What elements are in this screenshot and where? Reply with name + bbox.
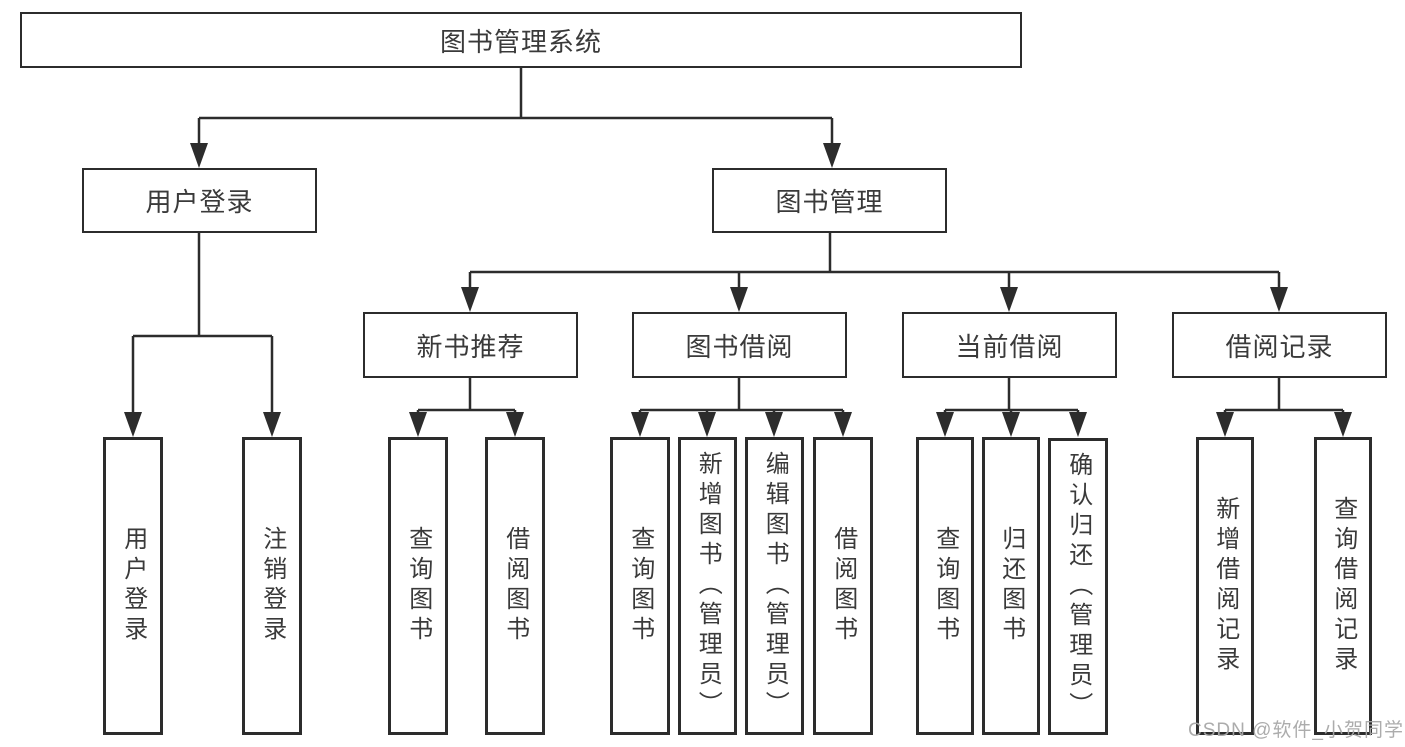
node-borrow-records-label: 借阅记录 [1225, 331, 1334, 362]
connector-currentborrow-to-leaves [936, 378, 1087, 437]
leaf-newbooks-borrow: 借阅图书 [485, 437, 545, 735]
connector-root-to-level2 [190, 68, 841, 168]
leaf-logout: 注销登录 [242, 437, 302, 735]
leaf-user-login: 用户登录 [103, 437, 163, 735]
connector-borrowrecords-to-leaves [1216, 378, 1352, 437]
leaf-currentborrow-return-label: 归还图书 [997, 526, 1025, 646]
leaf-newbooks-query-label: 查询图书 [404, 526, 432, 646]
leaf-bookborrow-edit-label: 编辑图书（管理员） [761, 451, 789, 721]
node-book-mgmt: 图书管理 [712, 168, 947, 233]
leaf-currentborrow-query-label: 查询图书 [931, 526, 959, 646]
leaf-bookborrow-add-label: 新增图书（管理员） [694, 451, 722, 721]
connector-bookmgmt-to-level3 [461, 233, 1288, 312]
node-current-borrow: 当前借阅 [902, 312, 1117, 378]
leaf-currentborrow-confirm-label: 确认归还（管理员） [1064, 451, 1092, 722]
leaf-bookborrow-query-label: 查询图书 [626, 526, 654, 646]
node-book-borrow: 图书借阅 [632, 312, 847, 378]
leaf-records-query-label: 查询借阅记录 [1329, 496, 1357, 676]
leaf-bookborrow-query: 查询图书 [610, 437, 670, 735]
connector-newbooks-to-leaves [409, 378, 524, 437]
node-borrow-records: 借阅记录 [1172, 312, 1387, 378]
leaf-currentborrow-confirm: 确认归还（管理员） [1048, 438, 1108, 735]
connector-bookborrow-to-leaves [631, 378, 852, 437]
leaf-newbooks-query: 查询图书 [388, 437, 448, 735]
leaf-newbooks-borrow-label: 借阅图书 [501, 526, 529, 646]
leaf-bookborrow-borrow: 借阅图书 [813, 437, 873, 735]
node-book-borrow-label: 图书借阅 [685, 331, 794, 362]
leaf-bookborrow-add: 新增图书（管理员） [678, 437, 737, 735]
node-book-mgmt-label: 图书管理 [775, 187, 884, 217]
node-root: 图书管理系统 [20, 12, 1022, 68]
watermark: CSDN @软件_小贺同学 [1188, 720, 1404, 741]
leaf-records-query: 查询借阅记录 [1314, 437, 1372, 735]
node-current-borrow-label: 当前借阅 [955, 331, 1064, 362]
node-new-books-label: 新书推荐 [416, 331, 525, 362]
leaf-records-add: 新增借阅记录 [1196, 437, 1254, 735]
leaf-user-login-label: 用户登录 [119, 526, 147, 646]
leaf-bookborrow-edit: 编辑图书（管理员） [745, 437, 804, 735]
node-user-login-label: 用户登录 [145, 187, 254, 217]
leaf-currentborrow-return: 归还图书 [982, 437, 1040, 735]
connector-userlogin-to-leaves [124, 233, 281, 437]
leaf-currentborrow-query: 查询图书 [916, 437, 974, 735]
leaf-logout-label: 注销登录 [258, 526, 286, 646]
node-new-books: 新书推荐 [363, 312, 578, 378]
leaf-bookborrow-borrow-label: 借阅图书 [829, 526, 857, 646]
node-root-label: 图书管理系统 [439, 26, 602, 57]
node-user-login: 用户登录 [82, 168, 317, 233]
leaf-records-add-label: 新增借阅记录 [1211, 496, 1239, 676]
